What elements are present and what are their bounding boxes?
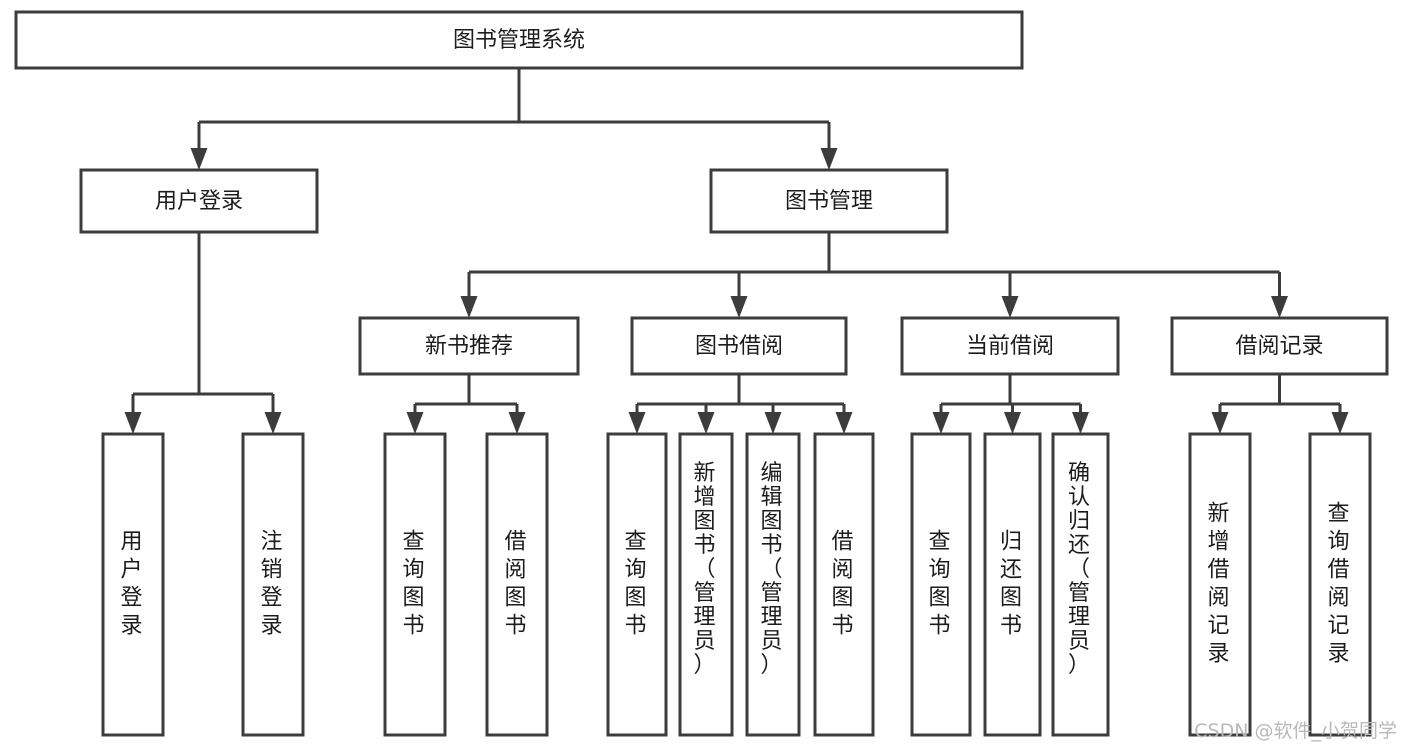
edge-arrowhead [1331, 412, 1349, 434]
edge-arrowhead [460, 296, 478, 318]
edge-arrowhead [190, 148, 208, 170]
node-l3-2[interactable]: 当前借阅 [900, 316, 1120, 376]
edge-arrowhead [1211, 412, 1229, 434]
node-label: 图书管理 [785, 189, 873, 214]
edge-arrowhead [1072, 412, 1089, 434]
node-box[interactable] [485, 432, 549, 737]
node-leaf-6[interactable]: 编辑图书（管理员） [745, 432, 801, 737]
node-leaf-10[interactable]: 确认归还（管理员） [1051, 432, 1110, 737]
node-box[interactable] [745, 432, 801, 737]
node-l3-3[interactable]: 借阅记录 [1170, 316, 1389, 376]
node-leaf-9[interactable]: 归还图书 [983, 432, 1042, 737]
node-label: 归还图书 [1000, 530, 1025, 639]
node-root[interactable]: 图书管理系统 [14, 10, 1024, 70]
node-box[interactable] [1188, 432, 1252, 737]
edges-layer [124, 68, 1349, 434]
node-label: 图书借阅 [695, 334, 783, 359]
node-box[interactable] [606, 432, 668, 737]
node-label: 查询图书 [624, 530, 649, 639]
node-label: 新增借阅记录 [1207, 502, 1232, 667]
node-box[interactable] [709, 168, 949, 234]
node-box[interactable] [630, 316, 848, 376]
node-label: 查询借阅记录 [1327, 502, 1352, 667]
node-box[interactable] [678, 432, 734, 737]
node-leaf-0[interactable]: 用户登录 [101, 432, 165, 737]
edge-arrowhead [697, 412, 715, 434]
node-leaf-1[interactable]: 注销登录 [241, 432, 305, 737]
edge-arrowhead [406, 412, 424, 434]
node-label: 新增图书（管理员） [693, 461, 718, 678]
node-label: 图书管理系统 [453, 28, 585, 53]
node-label: 用户登录 [155, 189, 243, 214]
node-box[interactable] [358, 316, 580, 376]
edge-arrowhead [1001, 296, 1019, 318]
node-leaf-4[interactable]: 查询图书 [606, 432, 668, 737]
nodes-layer: 图书管理系统用户登录图书管理新书推荐图书借阅当前借阅借阅记录用户登录注销登录查询… [14, 10, 1389, 737]
node-label: 确认归还（管理员） [1068, 461, 1093, 678]
node-l2-0[interactable]: 用户登录 [79, 168, 319, 234]
node-leaf-5[interactable]: 新增图书（管理员） [678, 432, 734, 737]
node-l3-1[interactable]: 图书借阅 [630, 316, 848, 376]
edge-arrowhead [264, 412, 282, 434]
edge-arrowhead [1004, 412, 1021, 434]
node-label: 新书推荐 [425, 334, 513, 359]
csdn-watermark: CSDN @软件_小贺同学 [1194, 720, 1397, 742]
node-label: 编辑图书（管理员） [760, 461, 785, 678]
node-box[interactable] [900, 316, 1120, 376]
edge-arrowhead [730, 296, 748, 318]
node-box[interactable] [1170, 316, 1389, 376]
edge-arrowhead [835, 412, 853, 434]
node-box[interactable] [1308, 432, 1372, 737]
node-label: 用户登录 [120, 530, 145, 639]
node-box[interactable] [813, 432, 875, 737]
node-label: 借阅图书 [504, 530, 529, 639]
node-l2-1[interactable]: 图书管理 [709, 168, 949, 234]
node-label: 借阅记录 [1235, 334, 1323, 359]
node-label: 借阅图书 [831, 530, 856, 639]
node-label: 注销登录 [260, 530, 285, 639]
node-box[interactable] [79, 168, 319, 234]
node-box[interactable] [101, 432, 165, 737]
edge-arrowhead [628, 412, 646, 434]
node-box[interactable] [383, 432, 447, 737]
node-leaf-3[interactable]: 借阅图书 [485, 432, 549, 737]
node-label: 当前借阅 [966, 334, 1054, 359]
node-leaf-11[interactable]: 新增借阅记录 [1188, 432, 1252, 737]
node-box[interactable] [1051, 432, 1110, 737]
node-leaf-12[interactable]: 查询借阅记录 [1308, 432, 1372, 737]
edge-arrowhead [124, 412, 142, 434]
edge-arrowhead [508, 412, 526, 434]
node-label: 查询图书 [928, 530, 953, 639]
node-l3-0[interactable]: 新书推荐 [358, 316, 580, 376]
node-label: 查询图书 [402, 530, 427, 639]
node-leaf-2[interactable]: 查询图书 [383, 432, 447, 737]
node-box[interactable] [910, 432, 972, 737]
node-box[interactable] [983, 432, 1042, 737]
node-leaf-8[interactable]: 查询图书 [910, 432, 972, 737]
edge-arrowhead [1271, 296, 1288, 318]
edge-arrowhead [820, 148, 838, 170]
edge-arrowhead [932, 412, 950, 434]
node-box[interactable] [14, 10, 1024, 70]
edge-arrowhead [764, 412, 782, 434]
node-box[interactable] [241, 432, 305, 737]
node-leaf-7[interactable]: 借阅图书 [813, 432, 875, 737]
